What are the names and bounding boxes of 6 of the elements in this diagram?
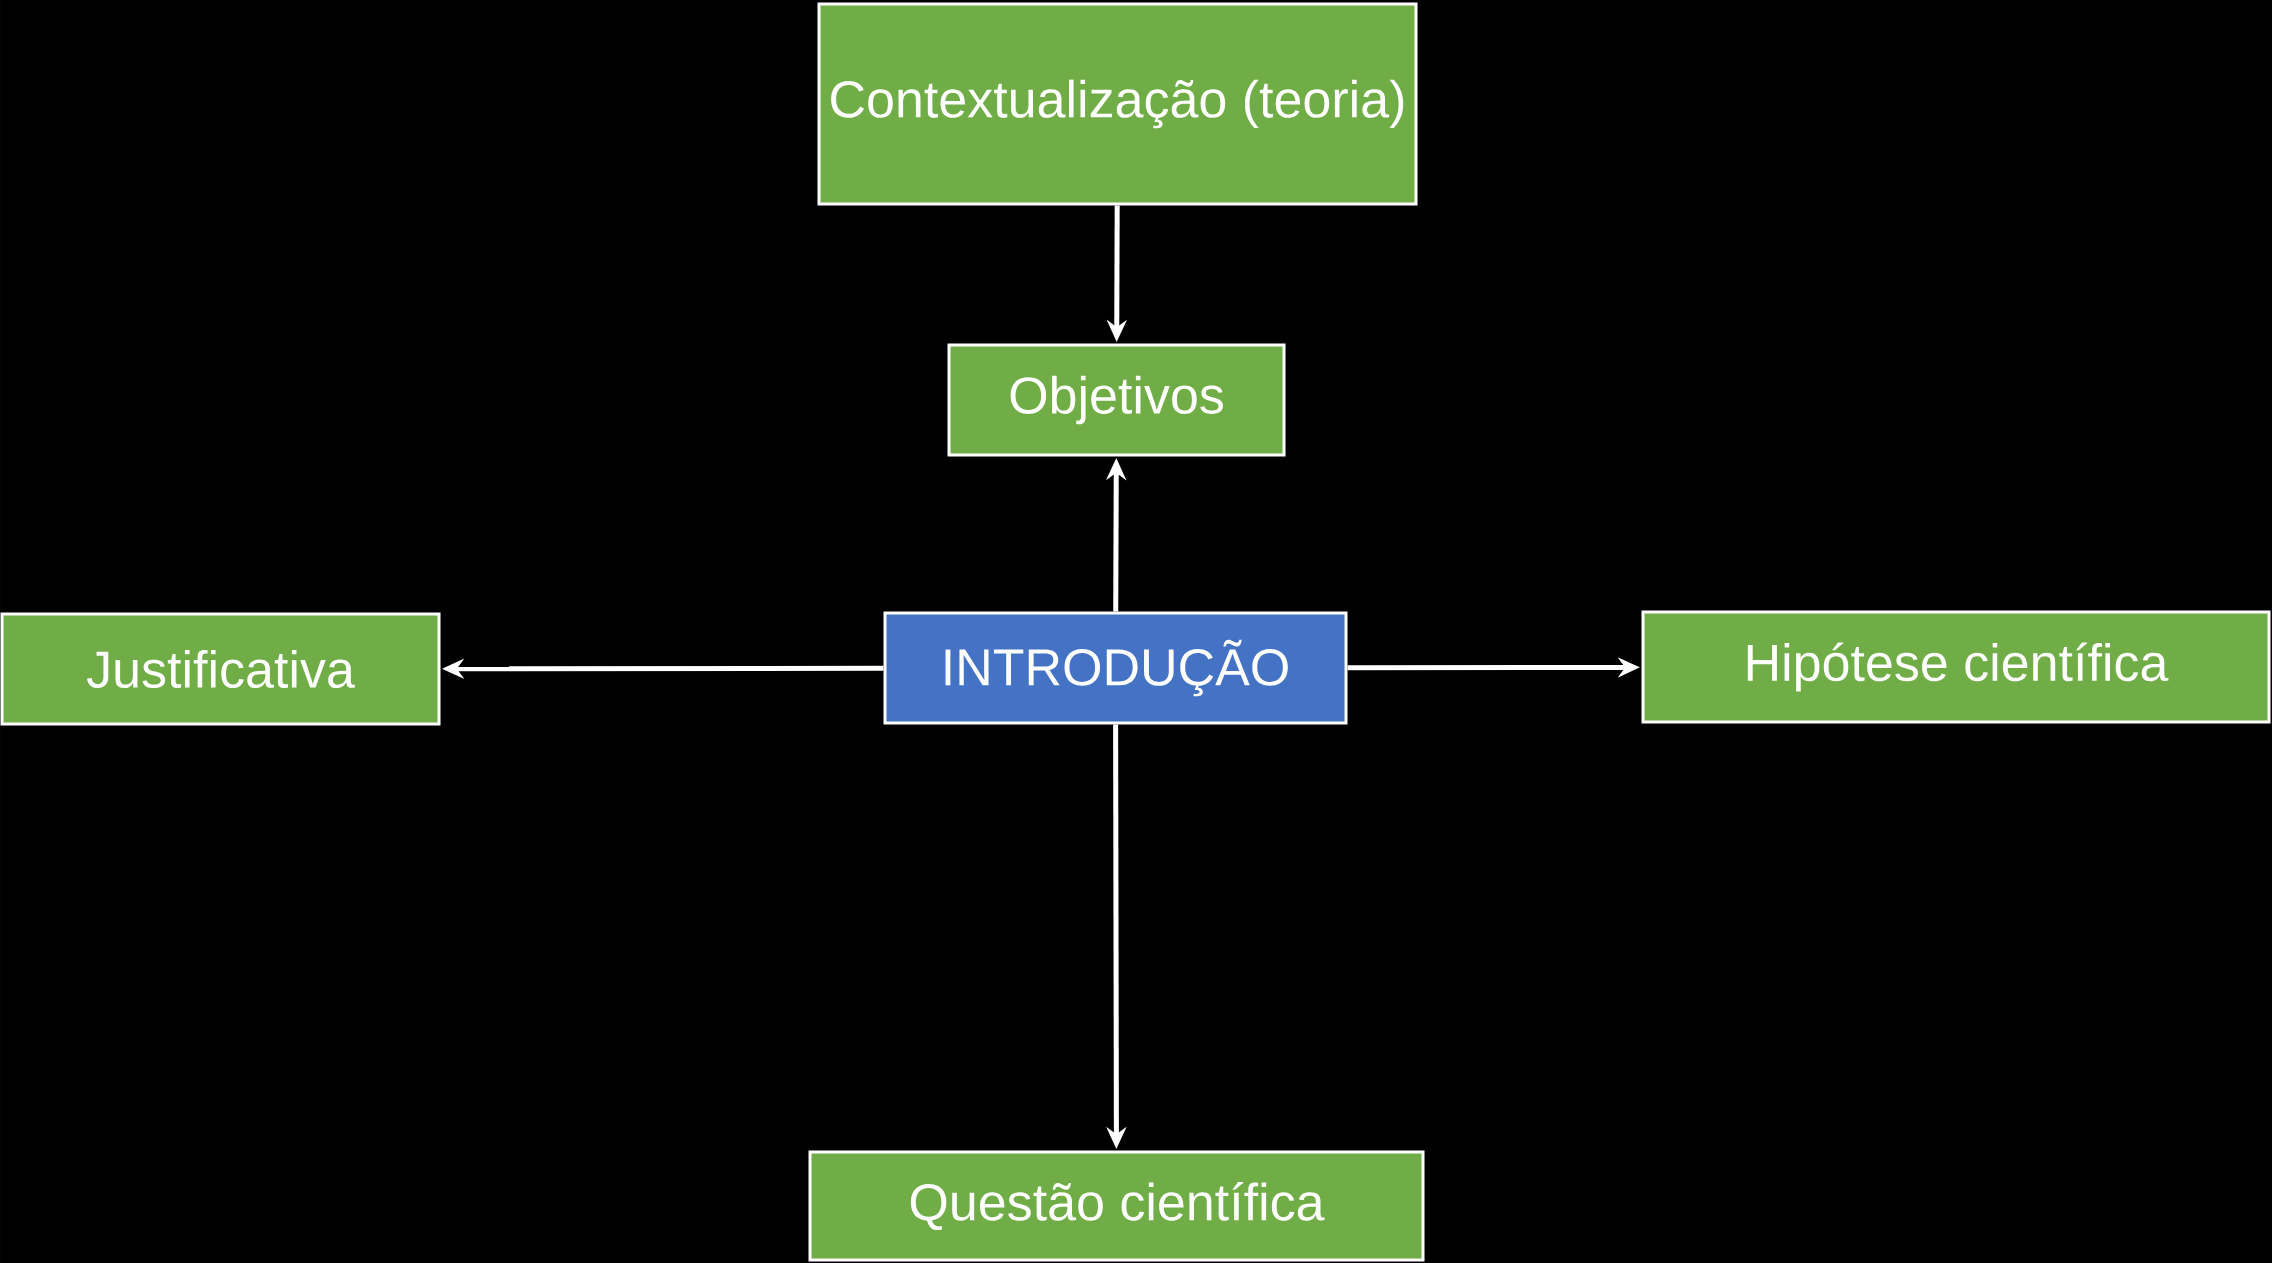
topic-box: Objetivos (947, 343, 1286, 457)
topic-box: Justificativa (0, 612, 441, 726)
topic-box: Hipótese científica (1641, 610, 2271, 724)
topic-box: Contextualização (teoria) (817, 2, 1418, 206)
title-box: INTRODUÇÃO (883, 611, 1348, 725)
topic-box: Questão científica (808, 1150, 1425, 1262)
